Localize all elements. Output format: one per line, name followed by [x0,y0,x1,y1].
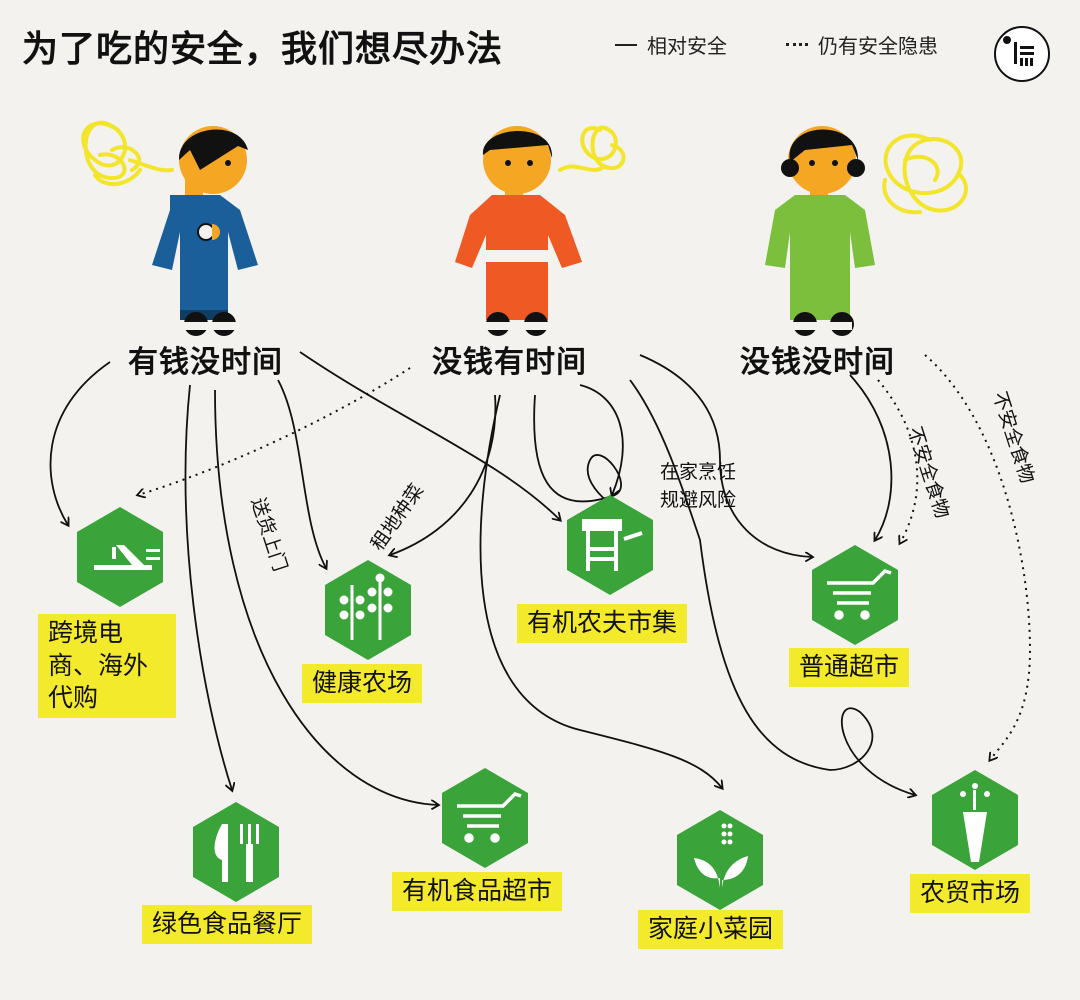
hex-market [567,495,653,595]
hex-crossborder [77,507,163,607]
worry-scribble-1 [81,120,174,186]
airplane-icon [94,545,160,570]
safe-connections [49,351,915,805]
hex-farm [325,560,411,660]
dest-label-supermarket: 普通超市 [789,648,910,687]
person-poor-free [455,126,582,336]
legend-solid-swatch [615,43,637,46]
sprout-icon [694,823,748,888]
hex-restaurant [193,802,279,902]
shopping-cart-icon [457,791,522,843]
hex-wetmarket [932,770,1018,870]
publisher-logo [994,26,1050,82]
logo-mark-icon [1003,36,1034,66]
shopping-cart-icon [827,568,892,620]
dest-label-farm: 健康农场 [302,664,423,703]
worry-scribble-3 [882,133,968,215]
legend-solid-label: 相对安全 [647,34,727,58]
person-poor-busy [765,126,875,336]
dest-label-garden: 家庭小菜园 [638,910,784,949]
diagram-title: 为了吃的安全，我们想尽办法 [22,29,504,70]
persona-label-poor-busy: 没钱没时间 [740,345,895,380]
legend-dotted: 仍有安全隐患 [786,30,938,59]
carrot-icon [960,783,990,862]
dest-label-wetmarket: 农贸市场 [910,874,1031,913]
legend-dotted-label: 仍有安全隐患 [818,34,938,58]
dest-label-organic-super: 有机食品超市 [392,872,563,911]
market-stall-icon [582,519,643,571]
hex-supermarket [812,545,898,645]
persona-label-rich-busy: 有钱没时间 [128,345,283,380]
annot-cook-home-1: 在家烹饪 [660,461,737,483]
risky-connections [138,354,1032,760]
worry-scribble-2 [558,125,626,172]
persona-label-poor-free: 没钱有时间 [432,345,587,380]
dest-label-restaurant: 绿色食品餐厅 [142,905,313,944]
annot-cook-home-2: 规避风险 [660,489,737,511]
trees-icon [339,573,393,640]
legend-dotted-swatch [786,43,808,46]
hex-organic-super [442,768,528,868]
legend-solid: 相对安全 [615,30,727,59]
dest-label-market: 有机农夫市集 [517,604,688,643]
hex-garden [677,810,763,910]
knife-fork-icon [214,824,259,882]
person-rich-busy [152,126,258,336]
dest-label-crossborder: 跨境电商、海外代购 [38,614,176,718]
